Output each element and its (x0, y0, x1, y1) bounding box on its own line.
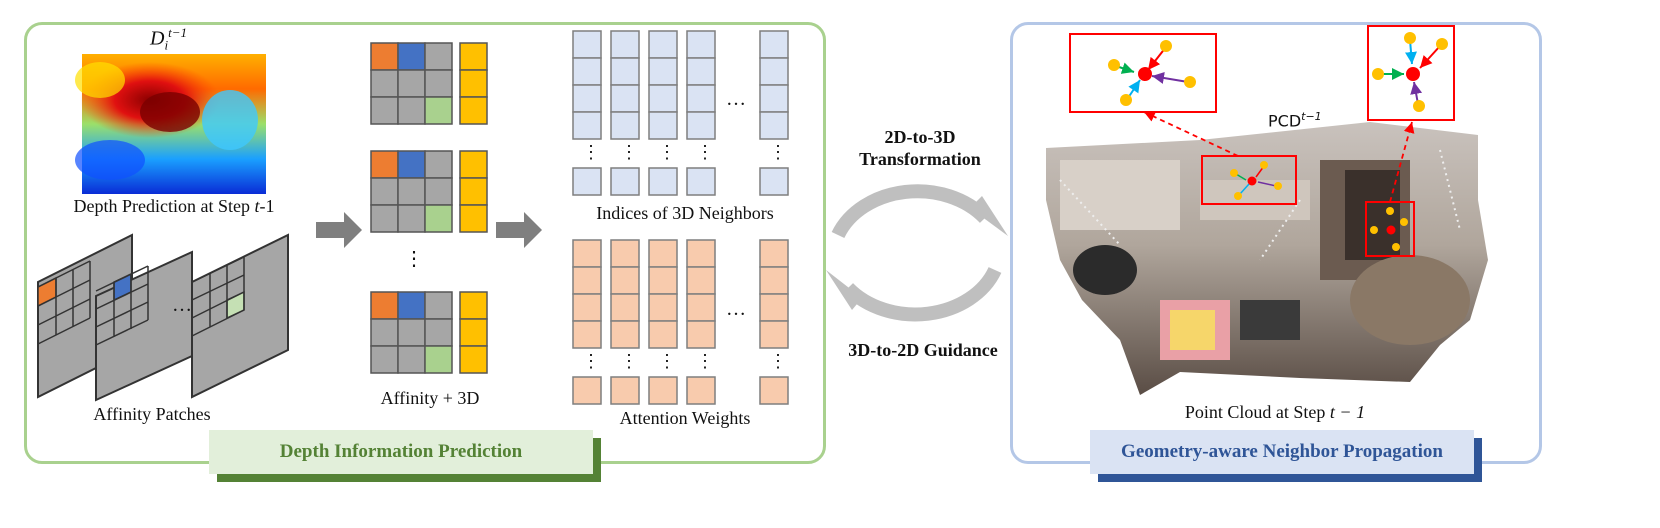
transform-label: 2D-to-3D Transformation (859, 127, 981, 169)
left-banner-title: Depth Information Prediction (209, 430, 593, 474)
indices-vdots-3: ⋮ (658, 142, 676, 162)
guidance-label: 3D-to-2D Guidance (848, 340, 998, 360)
neighbor-box-on-cloud-2 (1365, 201, 1415, 257)
attention-columns (572, 239, 789, 405)
neighbor-zoom-box-right (1367, 25, 1455, 121)
indices-vdots-1: ⋮ (582, 142, 600, 162)
depth-map-image (75, 54, 266, 194)
indices-vdots-5: ⋮ (769, 142, 787, 162)
attention-vdots-5: ⋮ (769, 351, 787, 371)
affinity-patches-ellipsis: … (172, 294, 192, 316)
indices-caption: Indices of 3D Neighbors (596, 203, 774, 223)
attention-vdots-1: ⋮ (582, 351, 600, 371)
affinity-3d-caption: Affinity + 3D (380, 388, 480, 408)
indices-columns (572, 30, 789, 196)
point-cloud-image (1046, 122, 1488, 395)
neighbor-zoom-box-left (1069, 33, 1217, 113)
point-cloud-caption: Point Cloud at Step t − 1 (1184, 402, 1366, 422)
indices-ellipsis: … (726, 88, 746, 110)
attention-vdots-4: ⋮ (696, 351, 714, 371)
attention-vdots-2: ⋮ (620, 351, 638, 371)
arrow-to-indices (496, 212, 542, 248)
arrow-to-affinity-3d (316, 212, 362, 248)
affinity-3d-vdots: ⋮ (404, 248, 424, 270)
attention-vdots-3: ⋮ (658, 351, 676, 371)
affinity-patch-sheets (37, 233, 289, 402)
affinity-patches-caption: Affinity Patches (93, 404, 211, 424)
pcd-label: PCDt−1 (1268, 110, 1322, 131)
depth-map-symbol: Dit−1 (150, 25, 187, 53)
affinity-3d-grids (370, 42, 488, 374)
indices-vdots-4: ⋮ (696, 142, 714, 162)
right-banner-title: Geometry-aware Neighbor Propagation (1090, 430, 1474, 474)
cycle-arrows (826, 184, 1008, 322)
attention-ellipsis: … (726, 298, 746, 320)
neighbor-box-on-cloud-1 (1201, 155, 1297, 205)
zoom-connector-right (1389, 121, 1415, 203)
depth-map-caption: Depth Prediction at Step t-1 (73, 196, 275, 216)
attention-caption: Attention Weights (619, 408, 751, 428)
affinity-patch-grids (37, 256, 245, 346)
indices-vdots-2: ⋮ (620, 142, 638, 162)
